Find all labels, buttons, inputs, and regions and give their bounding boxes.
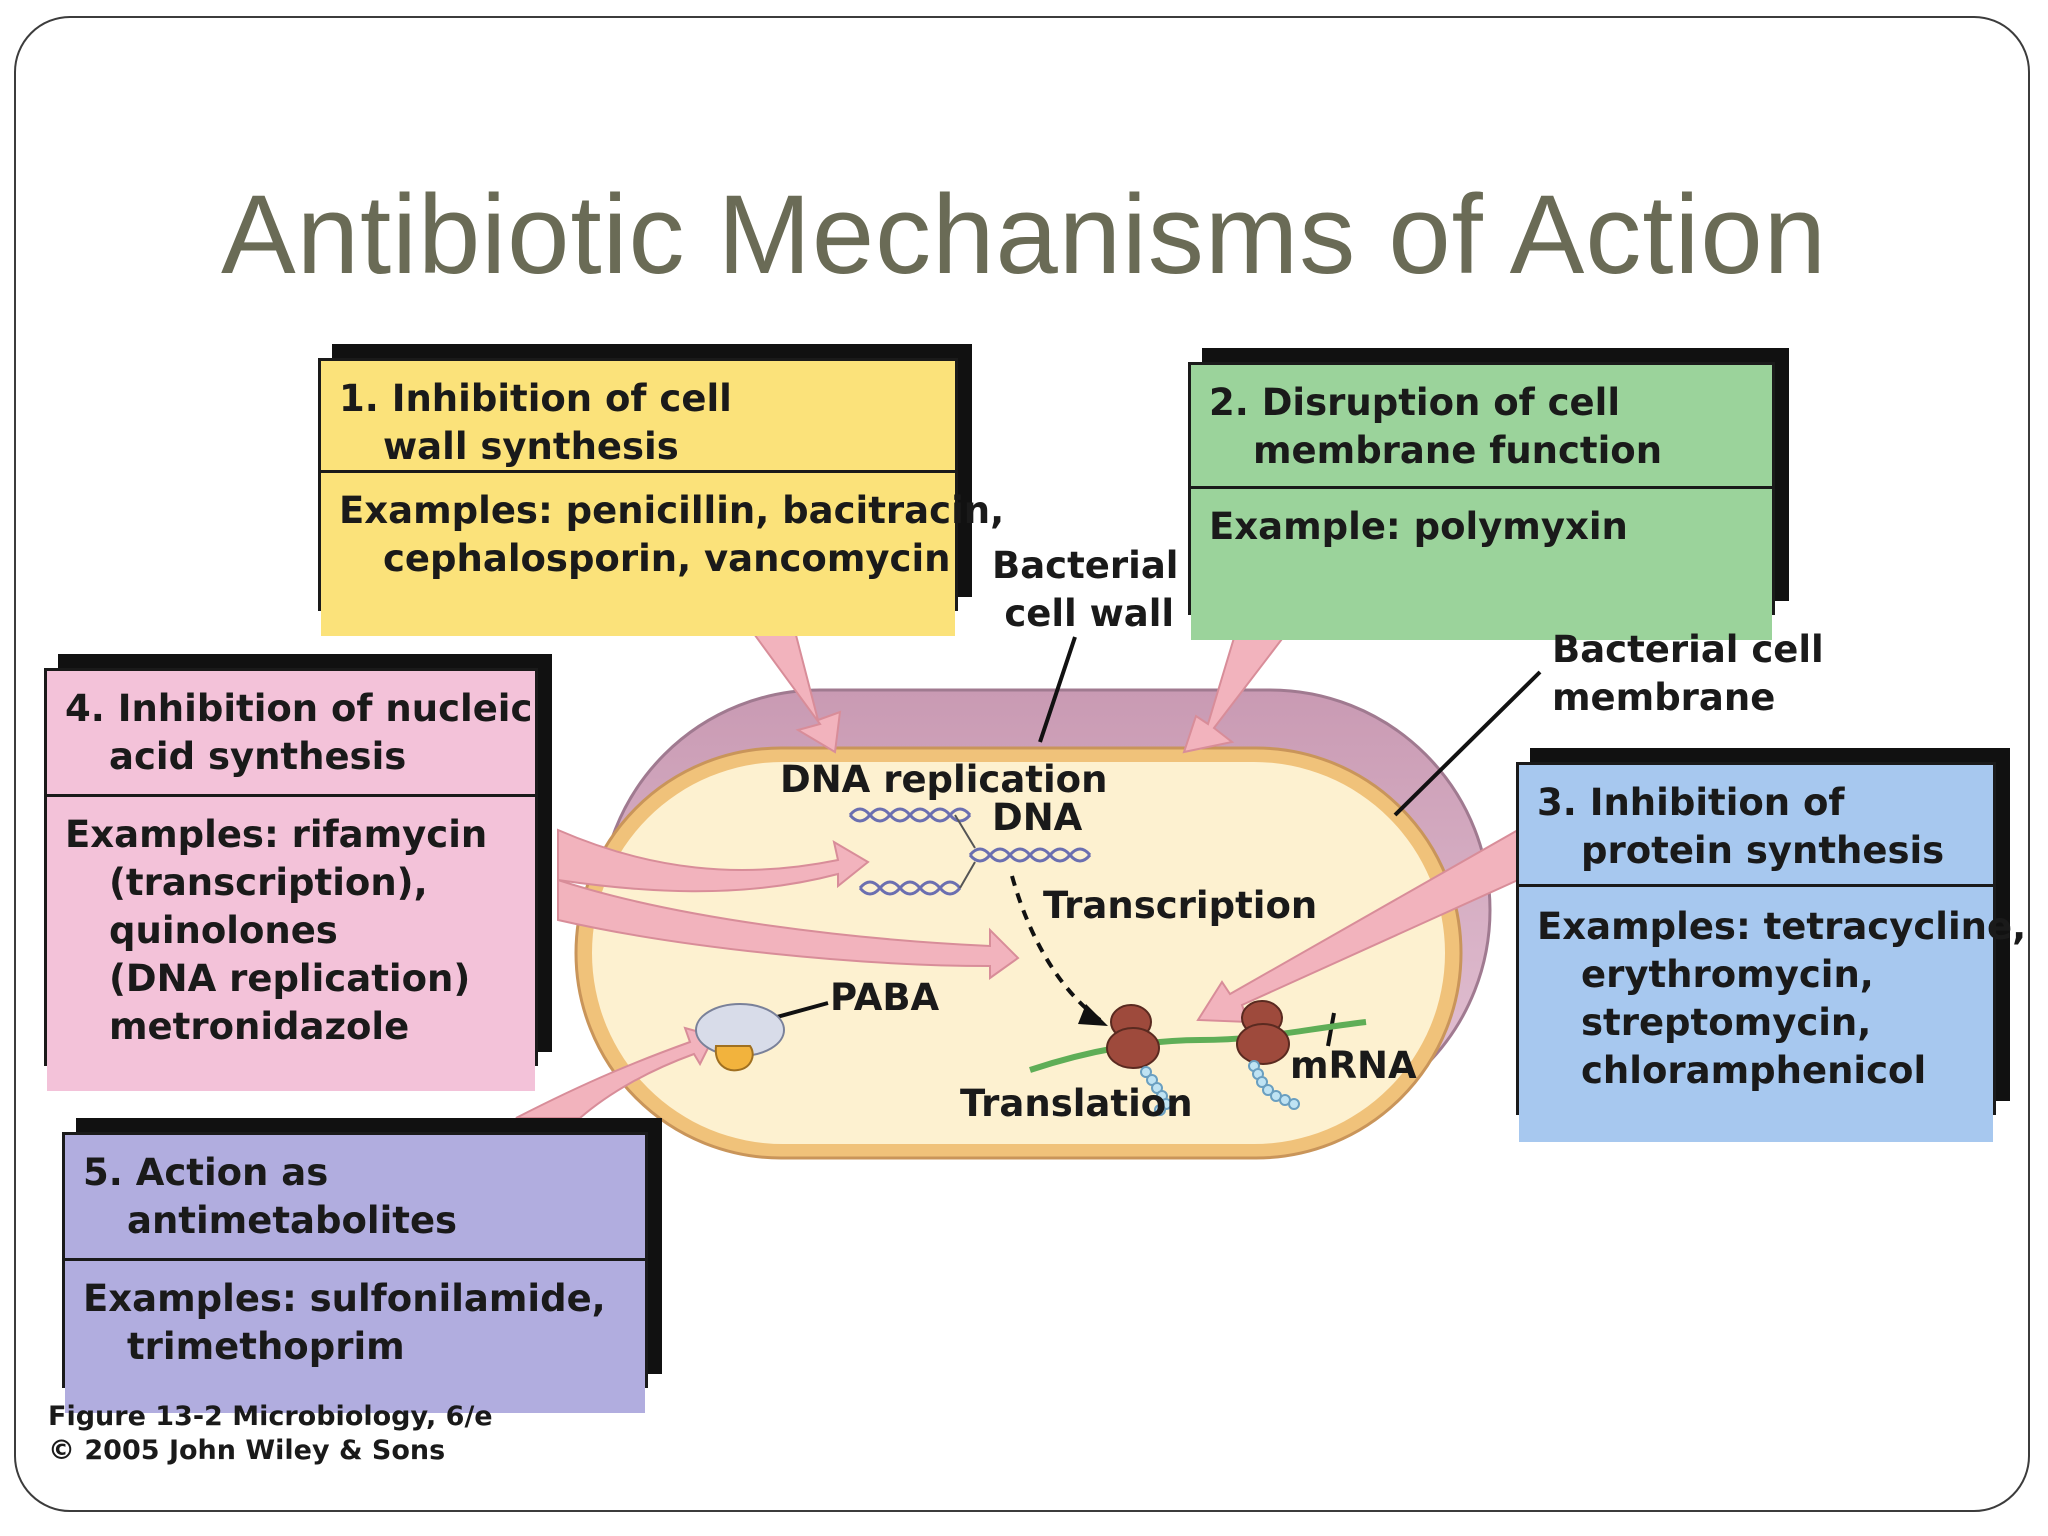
label-bacterial-cell-wall: Bacterial cell wall [992,542,1178,638]
cell-wall-pointer [1038,636,1077,743]
example-line: metronidazole [109,1005,410,1048]
example-line: erythromycin, [1581,953,1874,996]
box-antimetabolite-examples: Examples: sulfonilamide, trimethoprim [65,1261,645,1413]
label-paba: PABA [830,976,940,1019]
box-nucleic-heading: 4. Inhibition of nucleic acid synthesis [47,671,535,797]
heading-line: wall synthesis [383,425,679,468]
label-line: Bacterial cell [1552,628,1824,671]
example-line: Examples: tetracycline, [1537,905,2027,948]
box-membrane-examples: Example: polymyxin [1191,489,1772,640]
box-number: 2. [1209,381,1249,424]
box-cell-wall-inhibition: 1. Inhibition of cell wall synthesis Exa… [318,358,1004,636]
heading-line: acid synthesis [109,735,407,778]
heading-line: membrane function [1253,429,1663,472]
box-number: 3. [1537,781,1577,824]
ribosome-1 [1106,1004,1160,1069]
example-line: Examples: penicillin, bacitracin, [339,489,1005,532]
polypeptide-chains [1140,1060,1300,1116]
box-antimetabolite-heading: 5. Action as antimetabolites [65,1135,645,1261]
example-line: streptomycin, [1581,1001,1872,1044]
heading-line: Action as [135,1151,329,1194]
label-dna: DNA [992,796,1083,839]
figure-credit: Figure 13-2 Microbiology, 6/e © 2005 Joh… [48,1400,493,1468]
example-line: quinolones [109,909,338,952]
heading-line: antimetabolites [127,1199,458,1242]
box-membrane-disruption: 2. Disruption of cell membrane function … [1188,362,1775,640]
label-translation: Translation [960,1082,1193,1125]
heading-line: Disruption of cell [1261,381,1620,424]
example-line: trimethoprim [127,1325,405,1368]
example-line: cephalosporin, vancomycin [383,537,951,580]
cytoplasm [592,762,1445,1144]
example-line: (DNA replication) [109,957,471,1000]
arrow-dna-replication [557,828,870,893]
paba-enzyme [695,1003,785,1072]
box-cell-wall-heading: 1. Inhibition of cell wall synthesis [321,361,955,473]
example-line: Examples: rifamycin [65,813,488,856]
arrow-protein [1196,828,1519,1024]
credit-line: © 2005 John Wiley & Sons [48,1435,446,1466]
box-nucleic-acid-synthesis: 4. Inhibition of nucleic acid synthesis … [44,668,538,1091]
label-bacterial-cell-membrane: Bacterial cell membrane [1552,626,1824,722]
slide-title: Antibiotic Mechanisms of Action [221,172,1827,297]
credit-line: Figure 13-2 Microbiology, 6/e [48,1401,493,1432]
box-cell-wall-examples: Examples: penicillin, bacitracin, cephal… [321,473,1005,636]
box-membrane-heading: 2. Disruption of cell membrane function [1191,365,1772,489]
heading-line: Inhibition of cell [391,377,732,420]
ribosome-2 [1236,1000,1290,1065]
label-transcription: Transcription [1043,884,1318,927]
box-protein-heading: 3. Inhibition of protein synthesis [1519,765,1993,887]
mrna-strand [1029,1019,1367,1073]
box-number: 5. [83,1151,123,1194]
label-mrna: mRNA [1290,1044,1417,1087]
box-antimetabolites: 5. Action as antimetabolites Examples: s… [62,1132,648,1413]
box-number: 4. [65,687,105,730]
heading-line: Inhibition of nucleic [117,687,533,730]
example-line: (transcription), [109,861,428,904]
example-line: Example: polymyxin [1209,505,1628,548]
label-dna-replication: DNA replication [780,758,1108,801]
box-number: 1. [339,377,379,420]
arrow-transcription [557,878,1020,980]
heading-line: Inhibition of [1589,781,1845,824]
membrane-pointer [1393,670,1542,817]
label-line: cell wall [1004,592,1175,635]
box-protein-examples: Examples: tetracycline, erythromycin, st… [1519,887,2027,1142]
example-line: Examples: sulfonilamide, [83,1277,606,1320]
label-line: membrane [1552,676,1776,719]
example-line: chloramphenicol [1581,1049,1927,1092]
transcription-arrowhead [1078,1004,1108,1026]
dna-helix [848,807,1092,896]
heading-line: protein synthesis [1581,829,1945,872]
label-line: Bacterial [992,544,1179,587]
box-nucleic-examples: Examples: rifamycin (transcription), qui… [47,797,535,1091]
box-protein-synthesis: 3. Inhibition of protein synthesis Examp… [1516,762,2026,1142]
